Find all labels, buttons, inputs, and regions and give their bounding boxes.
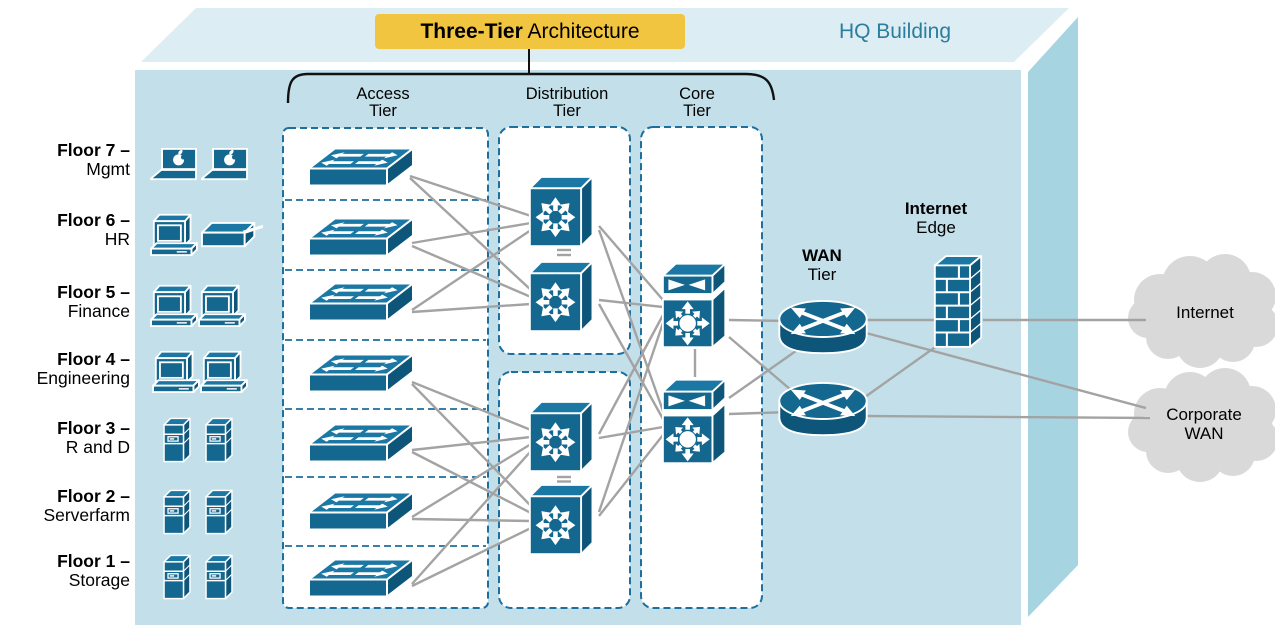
title-highlight: Three-Tier bbox=[420, 20, 523, 43]
link-dist1-core1 bbox=[598, 225, 664, 301]
link-floor1-dist4 bbox=[411, 526, 532, 588]
link-floor4-dist4 bbox=[411, 383, 532, 507]
title-brace bbox=[286, 49, 776, 104]
link-floor5-dist2 bbox=[411, 302, 532, 314]
title-brace-curve bbox=[286, 72, 776, 104]
floor-2-label: Floor 2 – Serverfarm bbox=[43, 486, 130, 525]
server-floor2-1 bbox=[163, 489, 191, 535]
link-floor2-dist3 bbox=[411, 442, 532, 519]
corporate-wan-cloud bbox=[1128, 368, 1275, 482]
title-rest: Architecture bbox=[522, 20, 640, 43]
link-floor6-dist1 bbox=[411, 221, 532, 245]
core-tier-heading: Core Tier bbox=[679, 85, 715, 120]
floor-4-label: Floor 4 – Engineering bbox=[36, 349, 130, 388]
link-floor3-dist4 bbox=[411, 450, 532, 515]
floor-3-label: Floor 3 – R and D bbox=[57, 418, 130, 457]
link-dist1-core2 bbox=[597, 229, 665, 412]
link-dist3-core1 bbox=[597, 314, 665, 435]
pc-floor5-1 bbox=[150, 284, 198, 327]
link-dist2-core2 bbox=[597, 303, 665, 420]
internet-cloud bbox=[1128, 254, 1275, 368]
server-floor1-2 bbox=[205, 554, 233, 600]
hq-building-label: HQ Building bbox=[838, 20, 952, 43]
server-floor2-2 bbox=[205, 489, 233, 535]
link-core2-router1 bbox=[728, 345, 804, 399]
core-switch-2 bbox=[661, 378, 727, 465]
link-floor4-dist3 bbox=[411, 380, 532, 432]
link-router2-firewall bbox=[864, 342, 942, 398]
link-floor1-dist3 bbox=[411, 450, 532, 585]
access-tier-heading: Access Tier bbox=[356, 85, 410, 120]
distribution-switch-1 bbox=[528, 175, 594, 248]
floor-dividers bbox=[285, 199, 486, 547]
pc-floor5-2 bbox=[198, 284, 246, 327]
distribution-switch-2 bbox=[528, 260, 594, 333]
internet-edge-label: Internet Edge bbox=[904, 199, 968, 237]
connection-lines bbox=[409, 174, 1151, 588]
distribution-switch-4 bbox=[528, 483, 594, 556]
link-router2-corporate-wan bbox=[866, 414, 1151, 420]
corporate-wan-cloud-label: Corporate WAN bbox=[1166, 405, 1242, 443]
wan-tier-label: WAN Tier bbox=[802, 246, 842, 284]
link-router1-corporate-wan bbox=[865, 331, 1147, 410]
core-switch-1 bbox=[661, 262, 727, 349]
link-dist2-core1 bbox=[598, 298, 664, 309]
distribution-switch-3 bbox=[528, 400, 594, 473]
floor-7-label: Floor 7 – Mgmt bbox=[57, 140, 130, 179]
distribution-tier-heading: Distribution Tier bbox=[525, 85, 609, 120]
internet-cloud-label: Internet bbox=[1176, 303, 1234, 322]
link-floor3-dist3 bbox=[411, 435, 532, 452]
server-floor3-1 bbox=[163, 417, 191, 463]
server-floor1-1 bbox=[163, 554, 191, 600]
link-floor2-dist4 bbox=[411, 517, 532, 523]
core-tier-box bbox=[640, 126, 763, 609]
link-dist4-core2 bbox=[598, 434, 664, 517]
link-dist3-core2 bbox=[598, 425, 664, 440]
title-banner: Three-Tier Architecture bbox=[375, 14, 685, 49]
server-floor3-2 bbox=[205, 417, 233, 463]
link-floor5-dist1 bbox=[411, 229, 532, 311]
pc-floor4-1 bbox=[152, 350, 200, 393]
wan-router-1 bbox=[777, 299, 869, 356]
pc-floor4-2 bbox=[200, 350, 248, 393]
link-floor6-dist2 bbox=[411, 244, 532, 299]
building-side-face bbox=[1028, 17, 1078, 617]
floor-6-label: Floor 6 – HR bbox=[57, 210, 130, 249]
link-floor7-dist1 bbox=[409, 174, 532, 218]
floor-5-label: Floor 5 – Finance bbox=[57, 282, 130, 321]
firewall bbox=[933, 255, 983, 348]
floor-1-label: Floor 1 – Storage bbox=[57, 551, 130, 590]
link-core1-router2 bbox=[728, 336, 799, 397]
link-dist4-core1 bbox=[597, 322, 665, 513]
pc-floor6 bbox=[150, 213, 198, 256]
wan-router-2 bbox=[777, 381, 869, 438]
